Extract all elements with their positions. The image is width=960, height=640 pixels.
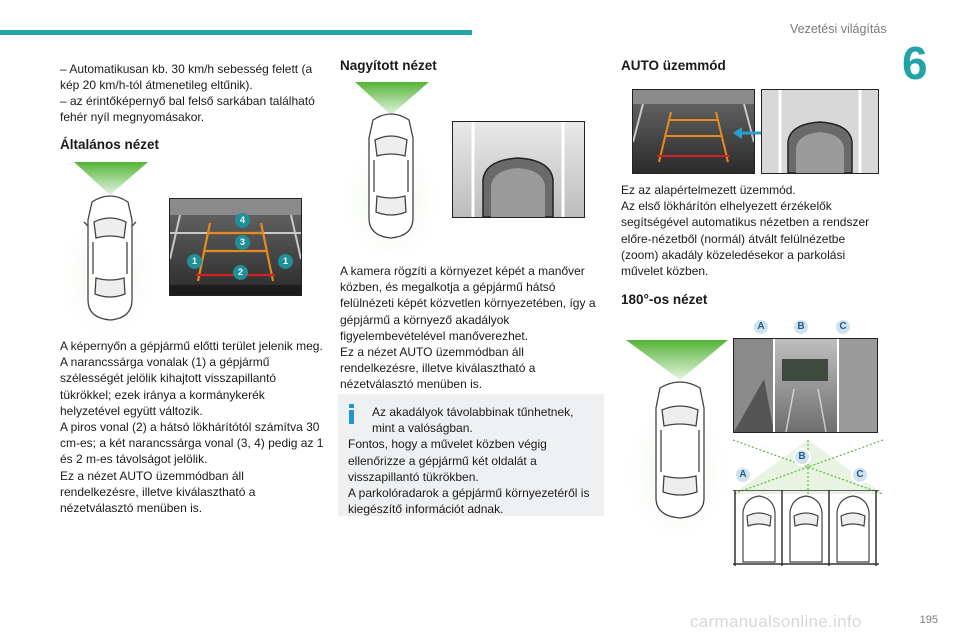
view-badge-a-mid: A: [734, 466, 752, 484]
general-view-para-1: A képernyőn a gépjármű előtti terület je…: [60, 339, 323, 353]
general-view-para-2: A narancssárga vonalak (1) a gépjármű sz…: [60, 355, 277, 418]
intro-text-1: – Automatikusan kb. 30 km/h sebesség fel…: [60, 62, 313, 93]
view-badge-b-top: B: [792, 318, 810, 336]
parked-cars-illustration: [733, 490, 879, 566]
auto-mode-para-2: Az első lökhárítón elhelyezett érzékelők…: [621, 199, 870, 279]
header-accent-bar: [0, 30, 472, 35]
guideline-badge-1-left: 1: [187, 254, 202, 269]
watermark: carmanualsonline.info: [690, 612, 862, 631]
camera-screen-general-view: 4 3 1 1 2: [169, 198, 302, 296]
auto-mode-zoom-view: [761, 89, 879, 174]
car-top-view-illustration-zoom: [343, 82, 443, 255]
view-badge-a-top: A: [752, 318, 770, 336]
heading-180-view: 180°-os nézet: [621, 292, 708, 307]
section-title: Vezetési világítás: [790, 22, 887, 36]
view-badge-b-mid: B: [793, 448, 811, 466]
tip-text-1: Az akadályok távolabbinak tűnhetnek, min…: [372, 405, 574, 436]
heading-zoomed-view: Nagyított nézet: [340, 58, 437, 73]
guideline-badge-4: 4: [235, 213, 250, 228]
view-badge-c-top: C: [834, 318, 852, 336]
zoomed-view-para-1: A kamera rögzíti a környezet képét a man…: [340, 264, 596, 343]
general-view-para-3: A piros vonal (2) a hátsó lökhárítótól s…: [60, 420, 324, 467]
camera-screen-180-view: [733, 338, 878, 433]
heading-auto-mode: AUTO üzemmód: [621, 58, 726, 73]
guideline-badge-3: 3: [235, 235, 250, 250]
page-number: 195: [919, 614, 938, 626]
auto-mode-normal-view: [632, 89, 755, 174]
auto-zoom-camera-image: [762, 90, 878, 173]
chapter-number: 6: [902, 37, 928, 89]
zoomed-view-description: A kamera rögzíti a környezet képét a man…: [340, 263, 602, 393]
auto-mode-description: Ez az alapértelmezett üzemmód. Az első l…: [621, 182, 883, 279]
camera-screen-zoomed-view: [452, 121, 585, 218]
zoomed-view-para-2: Ez a nézet AUTO üzemmódban áll rendelkez…: [340, 345, 536, 392]
tip-text-2: Fontos, hogy a művelet közben végig elle…: [348, 437, 547, 484]
general-view-para-4: Ez a nézet AUTO üzemmódban áll rendelkez…: [60, 468, 256, 516]
info-tip-box: Az akadályok távolabbinak tűnhetnek, min…: [338, 394, 604, 516]
zoomed-camera-image: [453, 122, 584, 217]
heading-general-view: Általános nézet: [60, 137, 160, 152]
car-top-view-illustration: [62, 162, 162, 340]
view-badge-c-mid: C: [851, 466, 869, 484]
auto-normal-camera-image: [633, 90, 754, 173]
tip-text-3: A parkolóradarok a gépjármű környezetérő…: [348, 486, 590, 517]
guideline-badge-1-right: 1: [278, 254, 293, 269]
guideline-badge-2: 2: [233, 265, 248, 280]
auto-mode-para-1: Ez az alapértelmezett üzemmód.: [621, 183, 796, 197]
panorama-camera-image: [734, 339, 877, 432]
180-view-field-lines: [733, 439, 883, 494]
car-top-view-illustration-180: [622, 340, 732, 536]
general-view-description: A képernyőn a gépjármű előtti terület je…: [60, 338, 325, 516]
info-icon: [349, 404, 354, 424]
intro-text-2: – az érintőképernyő bal felső sarkában t…: [60, 94, 315, 125]
